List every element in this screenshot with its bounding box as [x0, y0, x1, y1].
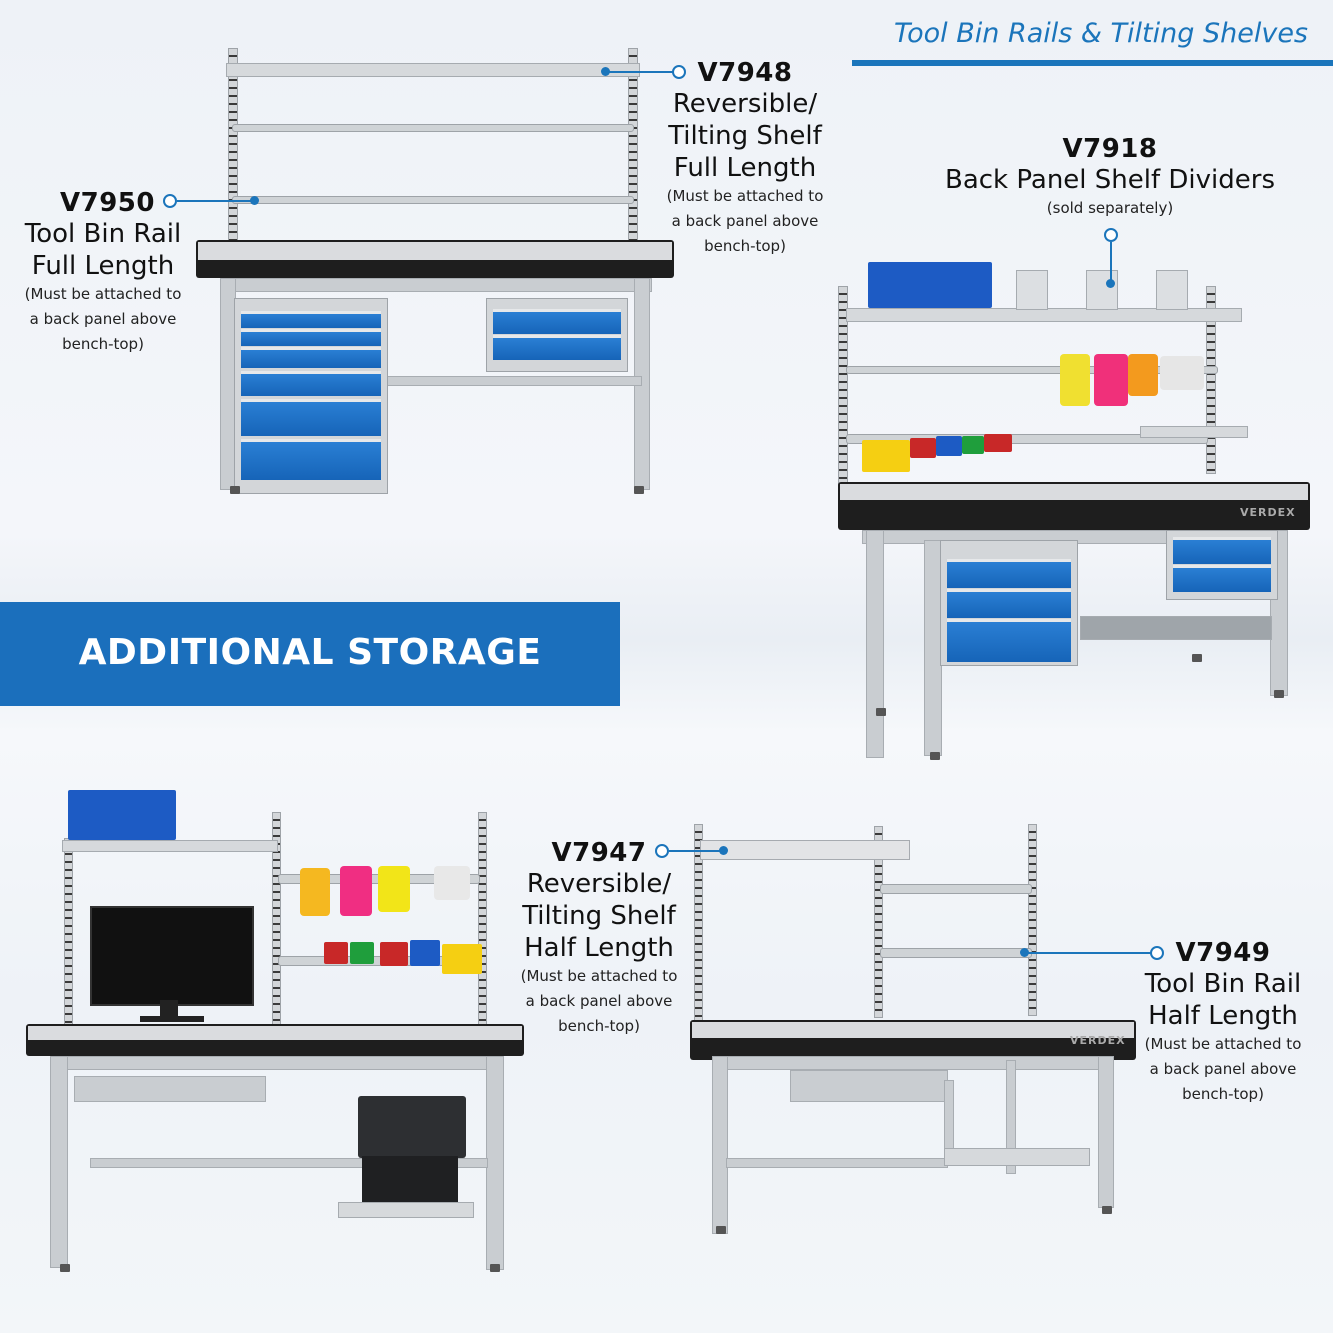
monitor-icon [90, 906, 254, 1006]
printer-icon [358, 1096, 466, 1158]
v7949-callout-marker [1150, 946, 1164, 960]
v7947-label: V7947 Reversible/ Tilting Shelf Half Len… [520, 838, 678, 1035]
header-underline [852, 60, 1333, 66]
v7949-label: V7949 Tool Bin Rail Half Length (Must be… [1144, 938, 1302, 1103]
v7947-callout-marker [655, 844, 669, 858]
v7950-callout-marker [163, 194, 177, 208]
banner-text: ADDITIONAL STORAGE [78, 632, 542, 673]
blue-bin [868, 262, 992, 308]
v7918-callout-marker [1104, 228, 1118, 242]
header-title: Tool Bin Rails & Tilting Shelves [893, 18, 1308, 49]
v7950-label: V7950 Tool Bin Rail Full Length (Must be… [24, 188, 182, 353]
v7948-callout-marker [672, 65, 686, 79]
v7948-label: V7948 Reversible/ Tilting Shelf Full Len… [666, 58, 824, 255]
v7918-label: V7918 Back Panel Shelf Dividers (sold se… [944, 134, 1275, 217]
additional-storage-banner: ADDITIONAL STORAGE [0, 602, 620, 706]
